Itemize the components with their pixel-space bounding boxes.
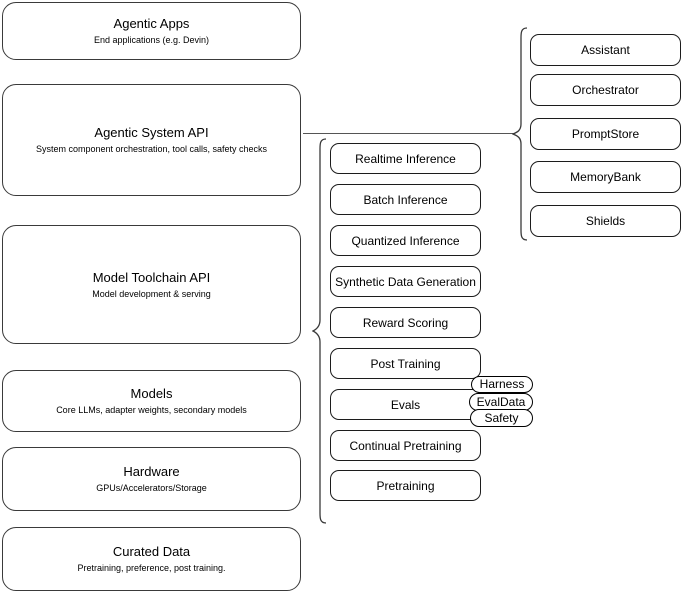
system-component-label: MemoryBank xyxy=(570,170,641,184)
system-component-memorybank[interactable]: MemoryBank xyxy=(530,161,681,193)
component-quantized-inference[interactable]: Quantized Inference xyxy=(330,225,481,256)
component-label: Evals xyxy=(390,397,421,412)
system-component-assistant[interactable]: Assistant xyxy=(530,34,681,66)
evals-tag-label: EvalData xyxy=(476,394,526,409)
layer-title: Models xyxy=(130,386,173,401)
layer-subtitle: System component orchestration, tool cal… xyxy=(35,144,268,154)
component-label: Continual Pretraining xyxy=(349,438,462,453)
layer-subtitle: Pretraining, preference, post training. xyxy=(77,563,226,573)
component-continual-pretraining[interactable]: Continual Pretraining xyxy=(330,430,481,461)
layer-agentic-system-api[interactable]: Agentic System API System component orch… xyxy=(2,84,301,196)
component-label: Quantized Inference xyxy=(351,233,460,248)
layer-title: Model Toolchain API xyxy=(92,269,211,285)
layer-subtitle: Model development & serving xyxy=(92,288,211,299)
component-label: Reward Scoring xyxy=(362,315,449,330)
component-synthetic-data-generation[interactable]: Synthetic Data Generation xyxy=(330,266,481,297)
system-component-label: PromptStore xyxy=(571,127,640,141)
system-component-label: Assistant xyxy=(581,43,630,57)
layer-title: Agentic System API xyxy=(94,125,209,140)
evals-tag-safety[interactable]: Safety xyxy=(470,409,533,427)
component-label: Pretraining xyxy=(376,478,435,493)
component-label: Post Training xyxy=(370,356,441,371)
component-pretraining[interactable]: Pretraining xyxy=(330,470,481,501)
layer-agentic-apps[interactable]: Agentic Apps End applications (e.g. Devi… xyxy=(2,2,301,60)
layer-model-toolchain-api[interactable]: Model Toolchain API Model development & … xyxy=(2,225,301,344)
component-realtime-inference[interactable]: Realtime Inference xyxy=(330,143,481,174)
component-label: Batch Inference xyxy=(363,192,448,207)
toolchain-brace-icon xyxy=(312,138,327,524)
system-component-orchestrator[interactable]: Orchestrator xyxy=(530,74,681,106)
component-label: Realtime Inference xyxy=(355,151,456,166)
layer-subtitle: Core LLMs, adapter weights, secondary mo… xyxy=(56,405,247,415)
layer-subtitle: End applications (e.g. Devin) xyxy=(93,35,210,45)
layer-title: Agentic Apps xyxy=(113,16,190,31)
component-label: Synthetic Data Generation xyxy=(335,274,476,289)
evals-tag-label: Safety xyxy=(484,410,519,425)
layer-subtitle: GPUs/Accelerators/Storage xyxy=(96,483,207,493)
system-component-promptstore[interactable]: PromptStore xyxy=(530,118,681,150)
evals-tag-harness[interactable]: Harness xyxy=(471,376,533,393)
component-post-training[interactable]: Post Training xyxy=(330,348,481,379)
layer-title: Hardware xyxy=(123,464,180,479)
component-batch-inference[interactable]: Batch Inference xyxy=(330,184,481,215)
system-component-label: Shields xyxy=(585,214,626,228)
component-evals[interactable]: Evals xyxy=(330,389,481,420)
system-component-label: Orchestrator xyxy=(572,83,639,97)
connector-system-api-to-components xyxy=(303,133,515,135)
layer-curated-data[interactable]: Curated Data Pretraining, preference, po… xyxy=(2,527,301,591)
layer-hardware[interactable]: Hardware GPUs/Accelerators/Storage xyxy=(2,447,301,511)
component-reward-scoring[interactable]: Reward Scoring xyxy=(330,307,481,338)
layer-title: Curated Data xyxy=(112,544,191,559)
system-component-shields[interactable]: Shields xyxy=(530,205,681,237)
layer-models[interactable]: Models Core LLMs, adapter weights, secon… xyxy=(2,370,301,432)
system-components-brace-icon xyxy=(512,27,528,241)
evals-tag-label: Harness xyxy=(479,377,525,391)
